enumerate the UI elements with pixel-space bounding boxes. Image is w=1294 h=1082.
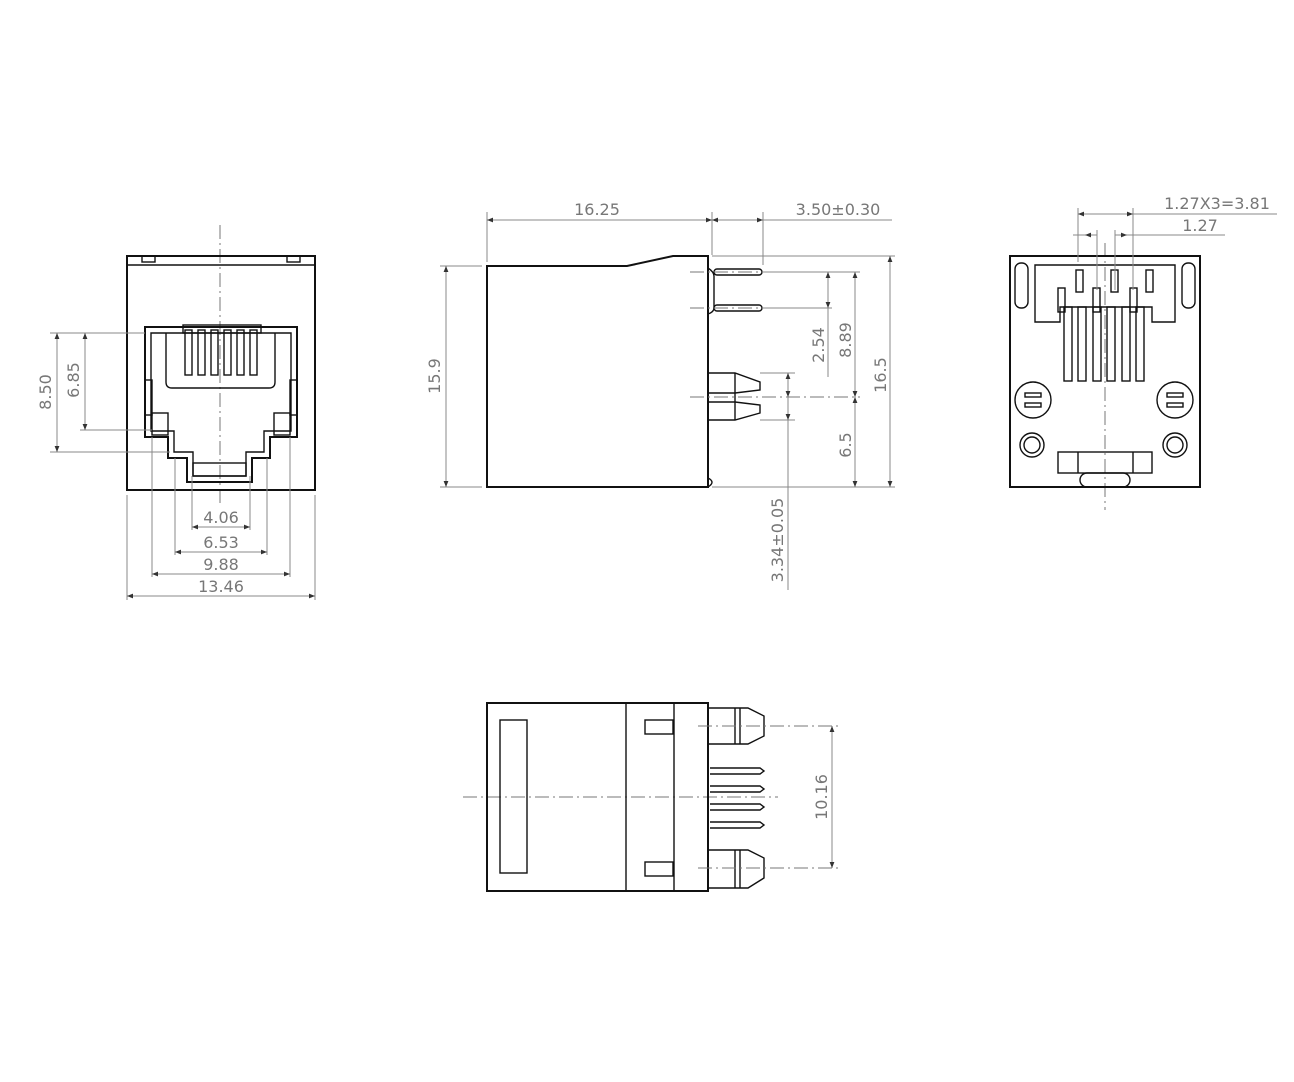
pins-bottom [698,707,840,889]
dim-8-50: 8.50 [36,374,55,410]
dim-4-06: 4.06 [203,508,239,527]
dim-1-27: 1.27 [1182,216,1218,235]
dim-9-88: 9.88 [203,555,239,574]
dim-2-54: 2.54 [809,327,828,363]
housing-side [486,255,709,488]
front-view: 8.50 6.85 4.06 6.53 9.88 13.46 [36,225,316,600]
dim-6-85: 6.85 [64,362,83,398]
side-dimensions: 16.25 3.50±0.30 15.9 2.54 8.89 6.5 16.5 … [425,200,895,590]
dim-15-9: 15.9 [425,358,444,394]
dim-6-5: 6.5 [836,432,855,457]
housing-outline [126,255,316,491]
front-dimensions: 8.50 6.85 4.06 6.53 9.88 13.46 [36,332,316,600]
dim-13-46: 13.46 [198,577,244,596]
contacts-rear [1057,269,1154,382]
dim-3-34: 3.34±0.05 [768,498,787,583]
side-view: 16.25 3.50±0.30 15.9 2.54 8.89 6.5 16.5 … [425,200,895,590]
dim-16-25: 16.25 [574,200,620,219]
rear-view: 1.27X3=3.81 1.27 [1009,194,1277,510]
dim-16-5: 16.5 [871,357,890,393]
contacts [182,324,262,376]
housing-bottom [486,702,709,892]
dim-1-27x3: 1.27X3=3.81 [1164,194,1270,213]
dim-3-50: 3.50±0.30 [796,200,881,219]
rear-dimensions: 1.27X3=3.81 1.27 [1073,194,1277,290]
plug-opening [144,326,298,483]
latch-slot [165,333,276,389]
pins-side [690,268,860,421]
dim-8-89: 8.89 [836,322,855,358]
dim-10-16: 10.16 [812,774,831,820]
dim-6-53: 6.53 [203,533,239,552]
bottom-view: 10.16 [463,702,840,892]
